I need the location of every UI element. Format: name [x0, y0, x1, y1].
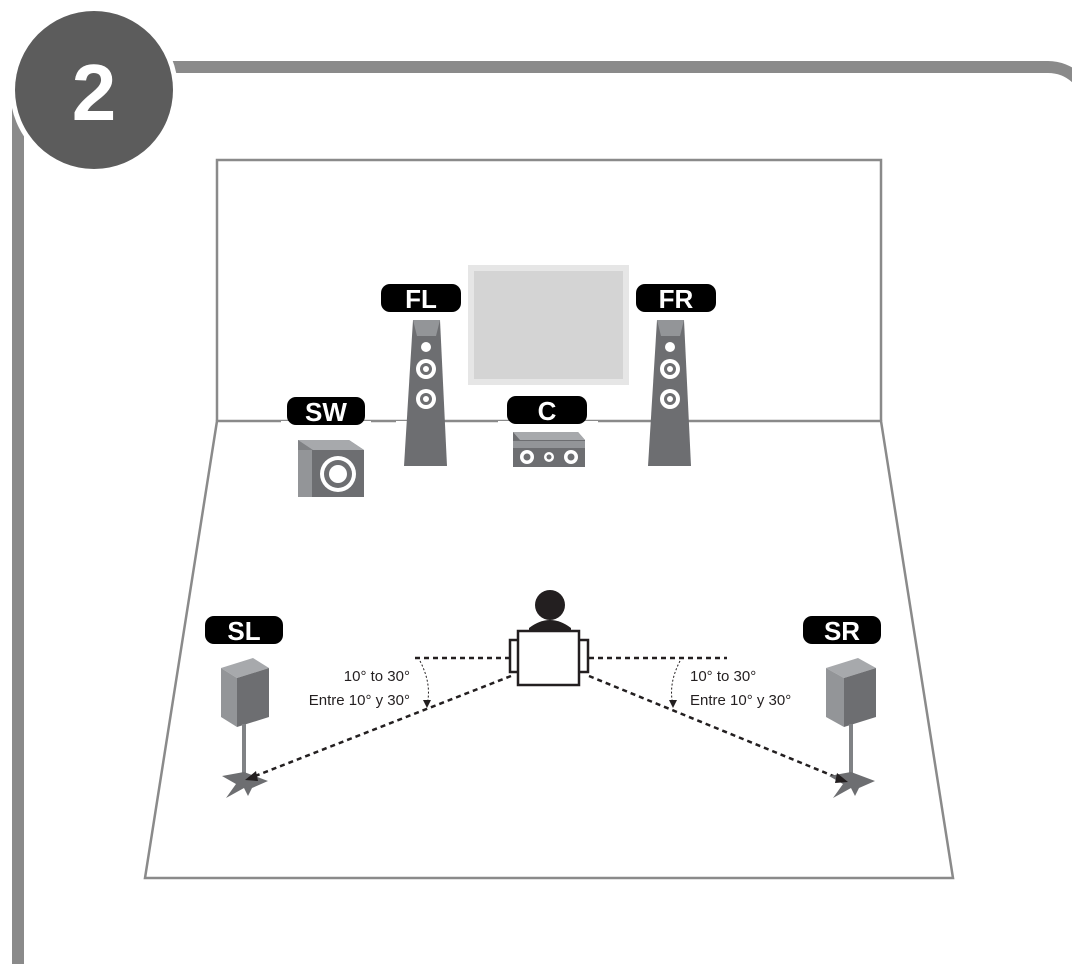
left-angle-label-es: Entre 10° y 30° — [309, 692, 410, 709]
tv-icon — [468, 265, 629, 385]
left-angle-arrowhead — [423, 700, 431, 708]
fl-tag: FL — [381, 284, 461, 314]
sw-tag: SW — [287, 397, 365, 427]
fr-label: FR — [659, 284, 694, 314]
surround-left-speaker-icon — [221, 658, 269, 798]
sr-label: SR — [824, 616, 860, 646]
sr-tag: SR — [803, 616, 881, 646]
left-surround-arrowhead — [245, 771, 258, 781]
c-tag: C — [507, 396, 587, 426]
subwoofer-icon — [281, 421, 371, 497]
back-wall — [215, 158, 883, 421]
right-angle-arrowhead — [669, 700, 677, 708]
fr-tag: FR — [636, 284, 716, 314]
step-badge: 2 — [10, 6, 178, 174]
c-label: C — [538, 396, 557, 426]
right-surround-arrowhead — [835, 773, 848, 783]
sl-label: SL — [227, 616, 260, 646]
right-angle-label-en: 10° to 30° — [690, 668, 756, 685]
fl-label: FL — [405, 284, 437, 314]
listener-icon — [508, 590, 590, 687]
sw-label: SW — [305, 397, 347, 427]
front-left-speaker-icon — [396, 320, 447, 466]
left-angle-label-en: 10° to 30° — [344, 668, 410, 685]
step-number: 2 — [72, 48, 117, 137]
panel-frame — [12, 61, 1072, 964]
front-right-speaker-icon — [648, 320, 691, 466]
right-angle-label-es: Entre 10° y 30° — [690, 692, 791, 709]
sl-tag: SL — [205, 616, 283, 646]
